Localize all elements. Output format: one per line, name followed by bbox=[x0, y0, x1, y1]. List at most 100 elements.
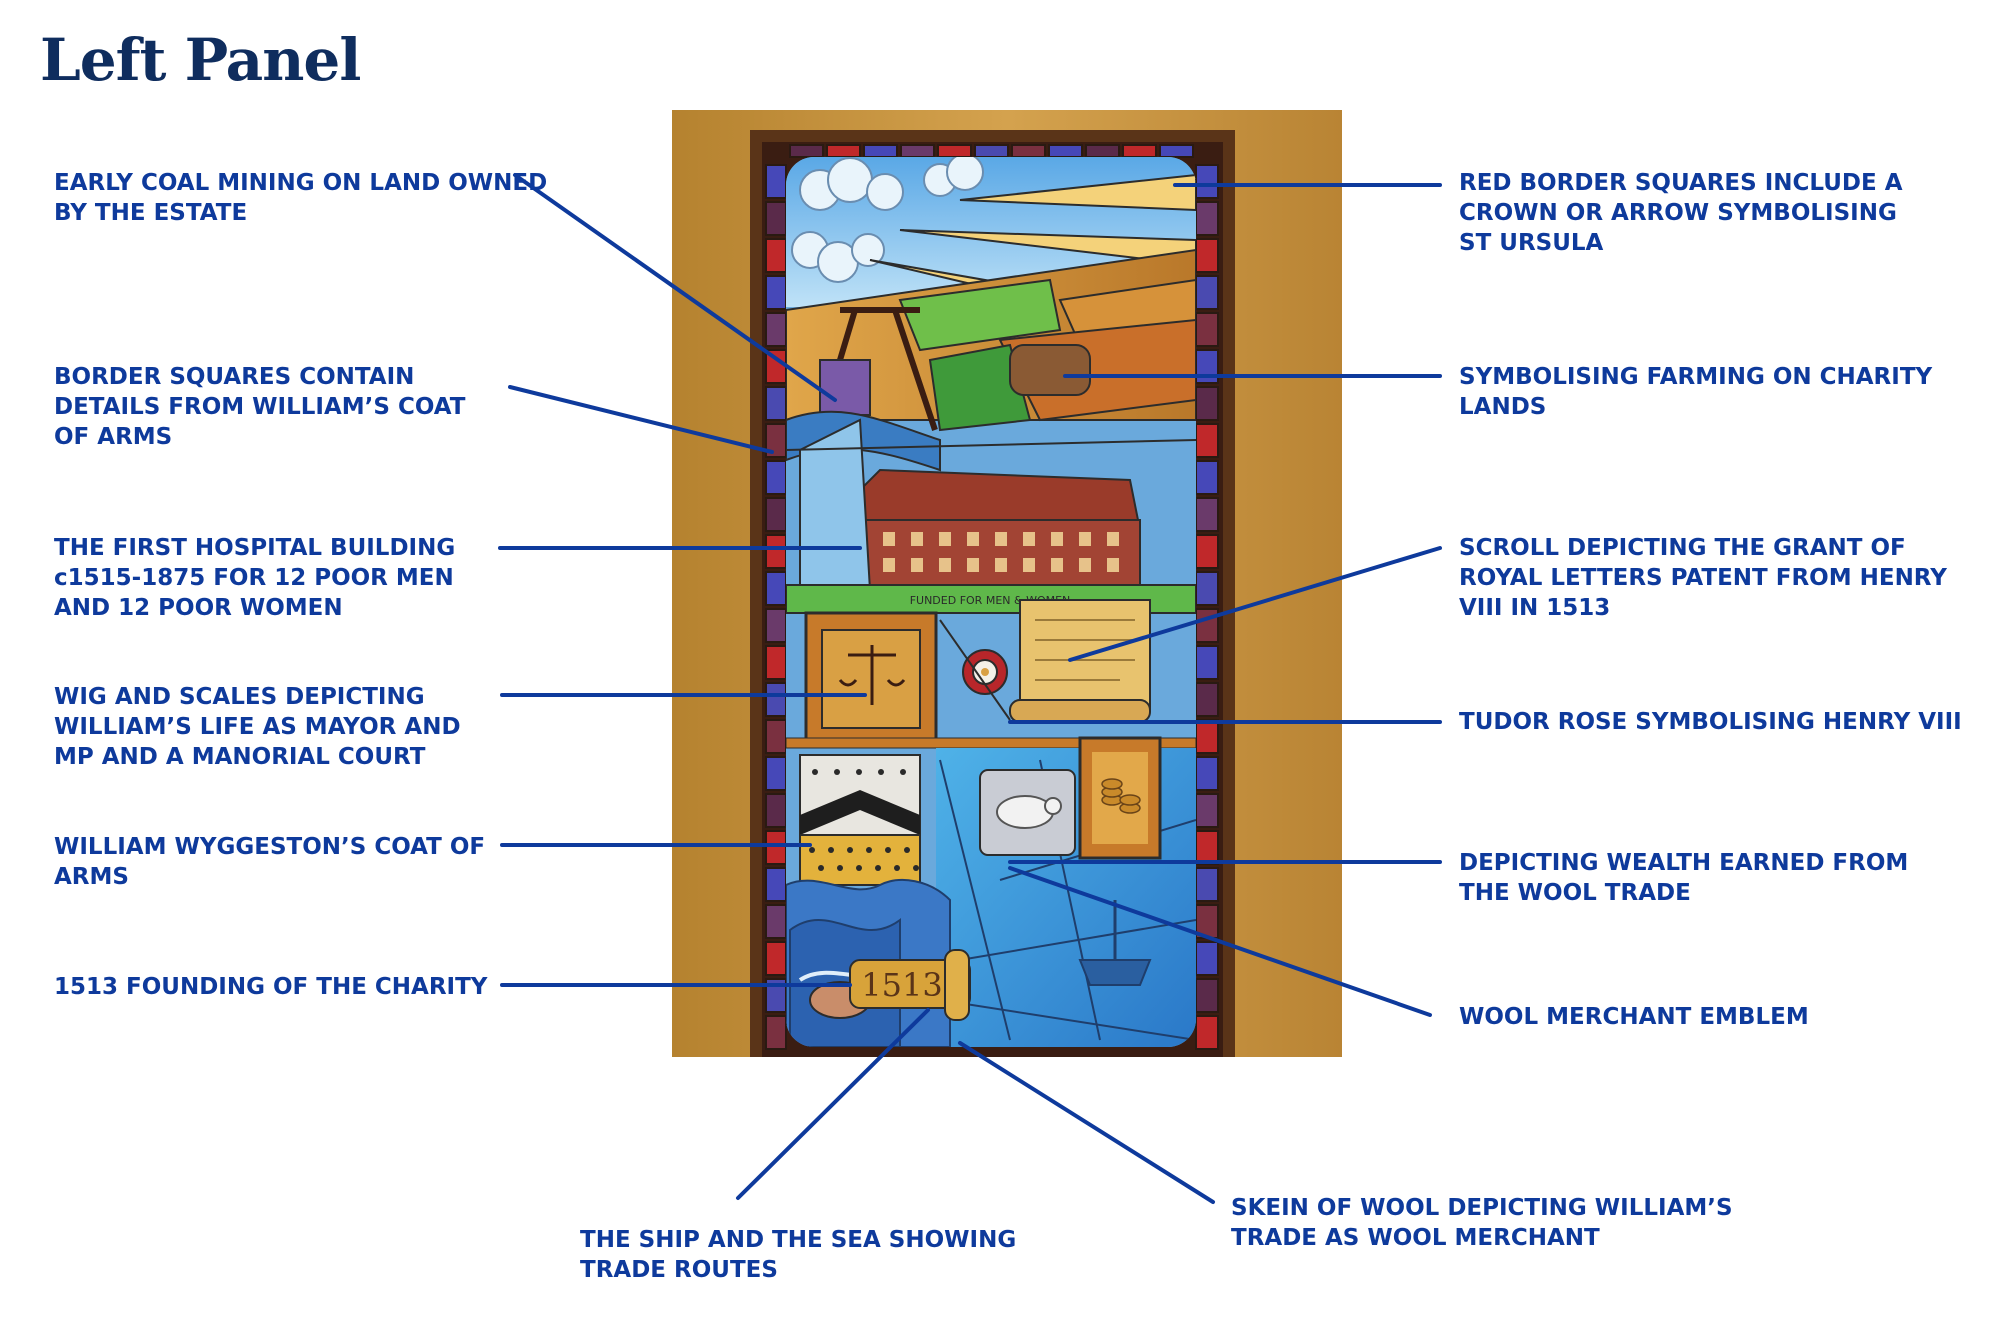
label-line: VIII IN 1513 bbox=[1459, 595, 1611, 621]
border-square bbox=[765, 830, 787, 865]
label-line: c1515-1875 FOR 12 POOR MEN bbox=[54, 565, 454, 591]
label-line: TRADE AS WOOL MERCHANT bbox=[1231, 1225, 1600, 1251]
ermine-spot bbox=[828, 847, 834, 853]
border-square bbox=[765, 534, 787, 569]
border-square bbox=[765, 164, 787, 199]
ermine-spot bbox=[885, 847, 891, 853]
label-line: WOOL MERCHANT EMBLEM bbox=[1459, 1004, 1809, 1030]
hospital-window bbox=[1079, 532, 1091, 546]
border-square bbox=[765, 1015, 787, 1050]
border-square bbox=[765, 719, 787, 754]
label-line: OF ARMS bbox=[54, 424, 173, 450]
border-square bbox=[765, 201, 787, 236]
border-square bbox=[974, 144, 1009, 158]
ermine-spot bbox=[866, 847, 872, 853]
label-line: TUDOR ROSE SYMBOLISING HENRY VIII bbox=[1459, 709, 1962, 735]
border-square bbox=[900, 144, 935, 158]
hospital-window bbox=[1107, 532, 1119, 546]
hospital-window bbox=[1051, 558, 1063, 572]
label-line: WILLIAM WYGGESTON’S COAT OF bbox=[54, 834, 486, 860]
royal-scroll bbox=[1009, 599, 1151, 723]
ermine-spot bbox=[812, 769, 818, 775]
hospital-window bbox=[883, 558, 895, 572]
ermine-spot bbox=[818, 865, 824, 871]
label-line: ST URSULA bbox=[1459, 230, 1604, 256]
page-title: Left Panel bbox=[40, 26, 361, 94]
border-square bbox=[765, 867, 787, 902]
border-square bbox=[765, 645, 787, 680]
label-line: CROWN OR ARROW SYMBOLISING bbox=[1459, 200, 1897, 226]
border-square bbox=[1195, 608, 1219, 643]
label-line: THE WOOL TRADE bbox=[1459, 880, 1691, 906]
ermine-spot bbox=[878, 769, 884, 775]
hospital-window bbox=[1023, 558, 1035, 572]
hospital-window bbox=[1079, 558, 1091, 572]
border-square bbox=[1195, 275, 1219, 310]
label-line: RED BORDER SQUARES INCLUDE A bbox=[1459, 170, 1903, 196]
border-square bbox=[1085, 144, 1120, 158]
border-square bbox=[765, 756, 787, 791]
border-square bbox=[765, 904, 787, 939]
border-square bbox=[1195, 867, 1219, 902]
border-square bbox=[765, 682, 787, 717]
border-square bbox=[1011, 144, 1046, 158]
hospital-window bbox=[911, 558, 923, 572]
border-square bbox=[765, 941, 787, 976]
label-founding: 1513 FOUNDING OF THE CHARITY bbox=[54, 972, 487, 1002]
border-square bbox=[765, 571, 787, 606]
wool-merchant-emblem-shape bbox=[979, 769, 1076, 856]
border-square bbox=[765, 460, 787, 495]
border-square bbox=[1195, 386, 1219, 421]
label-line: DETAILS FROM WILLIAM’S COAT bbox=[54, 394, 466, 420]
border-square bbox=[826, 144, 861, 158]
hospital-window bbox=[939, 532, 951, 546]
wealth-coins-panel bbox=[1078, 736, 1162, 860]
border-square bbox=[1159, 144, 1194, 158]
hospital-window bbox=[967, 558, 979, 572]
ermine-spot bbox=[904, 847, 910, 853]
border-square bbox=[765, 423, 787, 458]
label-coat-of-arms: WILLIAM WYGGESTON’S COAT OF ARMS bbox=[54, 832, 485, 892]
border-square bbox=[765, 793, 787, 828]
founding-scroll: 1513 bbox=[849, 949, 971, 1021]
ship-shape bbox=[1078, 959, 1152, 986]
label-line: ARMS bbox=[54, 864, 129, 890]
label-line: AND 12 POOR WOMEN bbox=[54, 595, 343, 621]
ermine-spot bbox=[913, 865, 919, 871]
hospital-window bbox=[995, 558, 1007, 572]
border-square bbox=[1195, 571, 1219, 606]
ermine-spot bbox=[856, 769, 862, 775]
ermine-spot bbox=[837, 865, 843, 871]
label-wool-emblem: WOOL MERCHANT EMBLEM bbox=[1459, 1002, 1809, 1032]
border-square bbox=[1195, 793, 1219, 828]
border-square bbox=[1195, 756, 1219, 791]
glass-interior: FUNDED FOR MEN & WOMEN bbox=[786, 157, 1196, 1047]
label-wealth: DEPICTING WEALTH EARNED FROM THE WOOL TRA… bbox=[1459, 848, 1908, 908]
label-red-border: RED BORDER SQUARES INCLUDE A CROWN OR ARR… bbox=[1459, 168, 1903, 258]
label-line: SYMBOLISING FARMING ON CHARITY bbox=[1459, 364, 1933, 390]
hospital-window bbox=[1023, 532, 1035, 546]
border-square bbox=[765, 275, 787, 310]
border-square bbox=[863, 144, 898, 158]
border-square bbox=[1048, 144, 1083, 158]
hospital-window bbox=[995, 532, 1007, 546]
ermine-spot bbox=[834, 769, 840, 775]
border-square bbox=[937, 144, 972, 158]
ermine-spot bbox=[856, 865, 862, 871]
label-line: WILLIAM’S LIFE AS MAYOR AND bbox=[54, 714, 461, 740]
hospital-window bbox=[1051, 532, 1063, 546]
label-line: EARLY COAL MINING ON LAND OWNED bbox=[54, 170, 548, 196]
ermine-spot bbox=[847, 847, 853, 853]
label-line: SKEIN OF WOOL DEPICTING WILLIAM’S bbox=[1231, 1195, 1733, 1221]
label-line: TRADE ROUTES bbox=[580, 1257, 778, 1283]
border-square bbox=[1195, 460, 1219, 495]
border-square bbox=[1195, 238, 1219, 273]
label-line: DEPICTING WEALTH EARNED FROM bbox=[1459, 850, 1909, 876]
border-square bbox=[1195, 1015, 1219, 1050]
label-line: BORDER SQUARES CONTAIN bbox=[54, 364, 415, 390]
